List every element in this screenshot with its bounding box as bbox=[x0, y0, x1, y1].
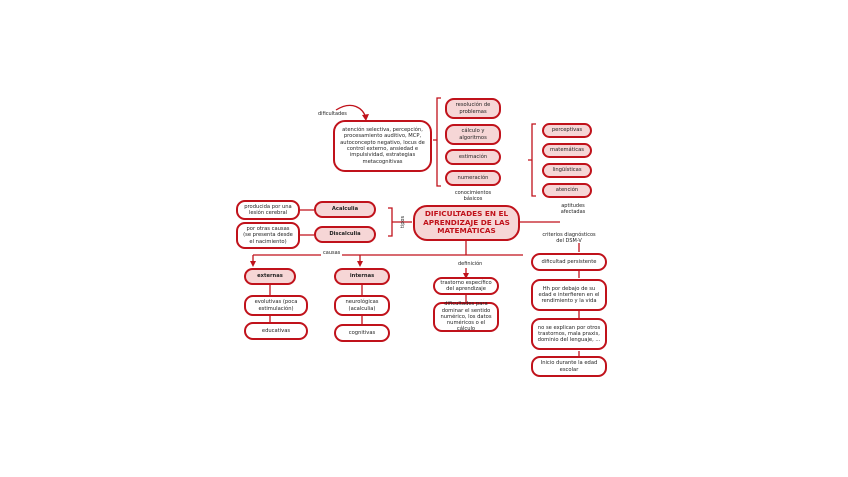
conocimiento-node: resolución de problemas bbox=[445, 98, 501, 119]
acalculia-desc-label: producida por una lesión cerebral bbox=[244, 203, 292, 216]
conocimiento-node: cálculo y algoritmos bbox=[445, 124, 501, 145]
criterio-node: dificultad persistente bbox=[531, 253, 607, 271]
discalculia-desc: por otras causas (se presenta desde el n… bbox=[236, 222, 300, 249]
aptitud-node: lingüísticas bbox=[542, 163, 592, 178]
central-topic-label: DIFICULTADES EN EL APRENDIZAJE DE LAS MA… bbox=[423, 209, 510, 236]
discalculia-node: Discalculia bbox=[314, 226, 376, 243]
acalculia-node: Acalculia bbox=[314, 201, 376, 218]
causa-externas: externas bbox=[244, 268, 296, 285]
conocimiento-label: cálculo y algoritmos bbox=[459, 128, 487, 141]
label-conocimientos-text: conocimientos básicos bbox=[454, 190, 492, 202]
causa-interna-item-label: neurológicas (acalculia) bbox=[345, 299, 379, 312]
criterio-label: Inicio durante la edad escolar bbox=[540, 360, 598, 373]
conocimiento-label: numeración bbox=[457, 174, 489, 181]
causa-interna-item-label: cognitivas bbox=[348, 329, 376, 336]
discalculia-label: Discalculia bbox=[329, 231, 361, 238]
definicion-node: trastorno específico del aprendizaje bbox=[433, 277, 499, 295]
label-dificultades: dificultades bbox=[318, 111, 347, 117]
criterio-label: dificultad persistente bbox=[541, 258, 597, 265]
causa-externa-item: educativas bbox=[244, 322, 308, 340]
label-conocimientos-basicos: conocimientos básicos bbox=[448, 190, 498, 202]
criterio-node: Hh por debajo de su edad e interfieren e… bbox=[531, 279, 607, 311]
central-topic: DIFICULTADES EN EL APRENDIZAJE DE LAS MA… bbox=[413, 205, 520, 241]
aptitud-label: matemáticas bbox=[550, 147, 584, 154]
causa-internas-label: internas bbox=[349, 273, 375, 280]
dificultades-text: atención selectiva, percepción, procesam… bbox=[340, 127, 425, 165]
criterio-node: Inicio durante la edad escolar bbox=[531, 356, 607, 377]
criterio-label: no se explican por otros trastornos, mal… bbox=[537, 324, 601, 344]
causa-internas: internas bbox=[334, 268, 390, 285]
aptitud-node: matemáticas bbox=[542, 143, 592, 158]
label-causas: causas bbox=[321, 250, 343, 256]
criterio-node: no se explican por otros trastornos, mal… bbox=[531, 318, 607, 350]
conocimiento-label: estimación bbox=[458, 153, 488, 160]
label-tipos: tipos bbox=[400, 215, 407, 229]
acalculia-label: Acalculia bbox=[331, 206, 359, 213]
criterio-label: Hh por debajo de su edad e interfieren e… bbox=[538, 285, 600, 305]
causa-externa-item: evolutivas (poca estimulación) bbox=[244, 295, 308, 316]
causa-externa-item-label: educativas bbox=[261, 327, 291, 334]
acalculia-desc: producida por una lesión cerebral bbox=[236, 200, 300, 220]
label-definicion: definición bbox=[456, 261, 485, 267]
discalculia-desc-label: por otras causas (se presenta desde el n… bbox=[243, 226, 293, 245]
causa-interna-item: cognitivas bbox=[334, 324, 390, 342]
conocimiento-node: estimación bbox=[445, 149, 501, 165]
aptitud-node: atención bbox=[542, 183, 592, 198]
conocimiento-node: numeración bbox=[445, 170, 501, 186]
definicion-label: trastorno específico del aprendizaje bbox=[440, 279, 492, 292]
conocimiento-label: resolución de problemas bbox=[455, 102, 491, 115]
definicion-node: dificultades para dominar el sentido num… bbox=[433, 301, 499, 333]
aptitud-node: perceptivas bbox=[542, 123, 592, 138]
label-criterios: criterios diagnósticos del DSM-V bbox=[538, 232, 600, 244]
dificultades-box: atención selectiva, percepción, procesam… bbox=[333, 120, 432, 172]
label-aptitudes-afectadas: aptitudes afectadas bbox=[553, 203, 593, 215]
causa-interna-item: neurológicas (acalculia) bbox=[334, 295, 390, 316]
brace-conocimientos bbox=[433, 97, 441, 187]
causa-externa-item-label: evolutivas (poca estimulación) bbox=[254, 299, 298, 312]
label-aptitudes-text: aptitudes afectadas bbox=[560, 203, 586, 215]
brace-aptitudes bbox=[528, 123, 536, 197]
definicion-label: dificultades para dominar el sentido num… bbox=[440, 301, 492, 333]
aptitud-label: perceptivas bbox=[551, 127, 583, 134]
aptitud-label: lingüísticas bbox=[552, 167, 582, 174]
label-criterios-text: criterios diagnósticos del DSM-V bbox=[542, 232, 596, 244]
causa-externas-label: externas bbox=[257, 273, 283, 280]
connector-causas bbox=[252, 238, 523, 264]
aptitud-label: atención bbox=[555, 187, 579, 194]
